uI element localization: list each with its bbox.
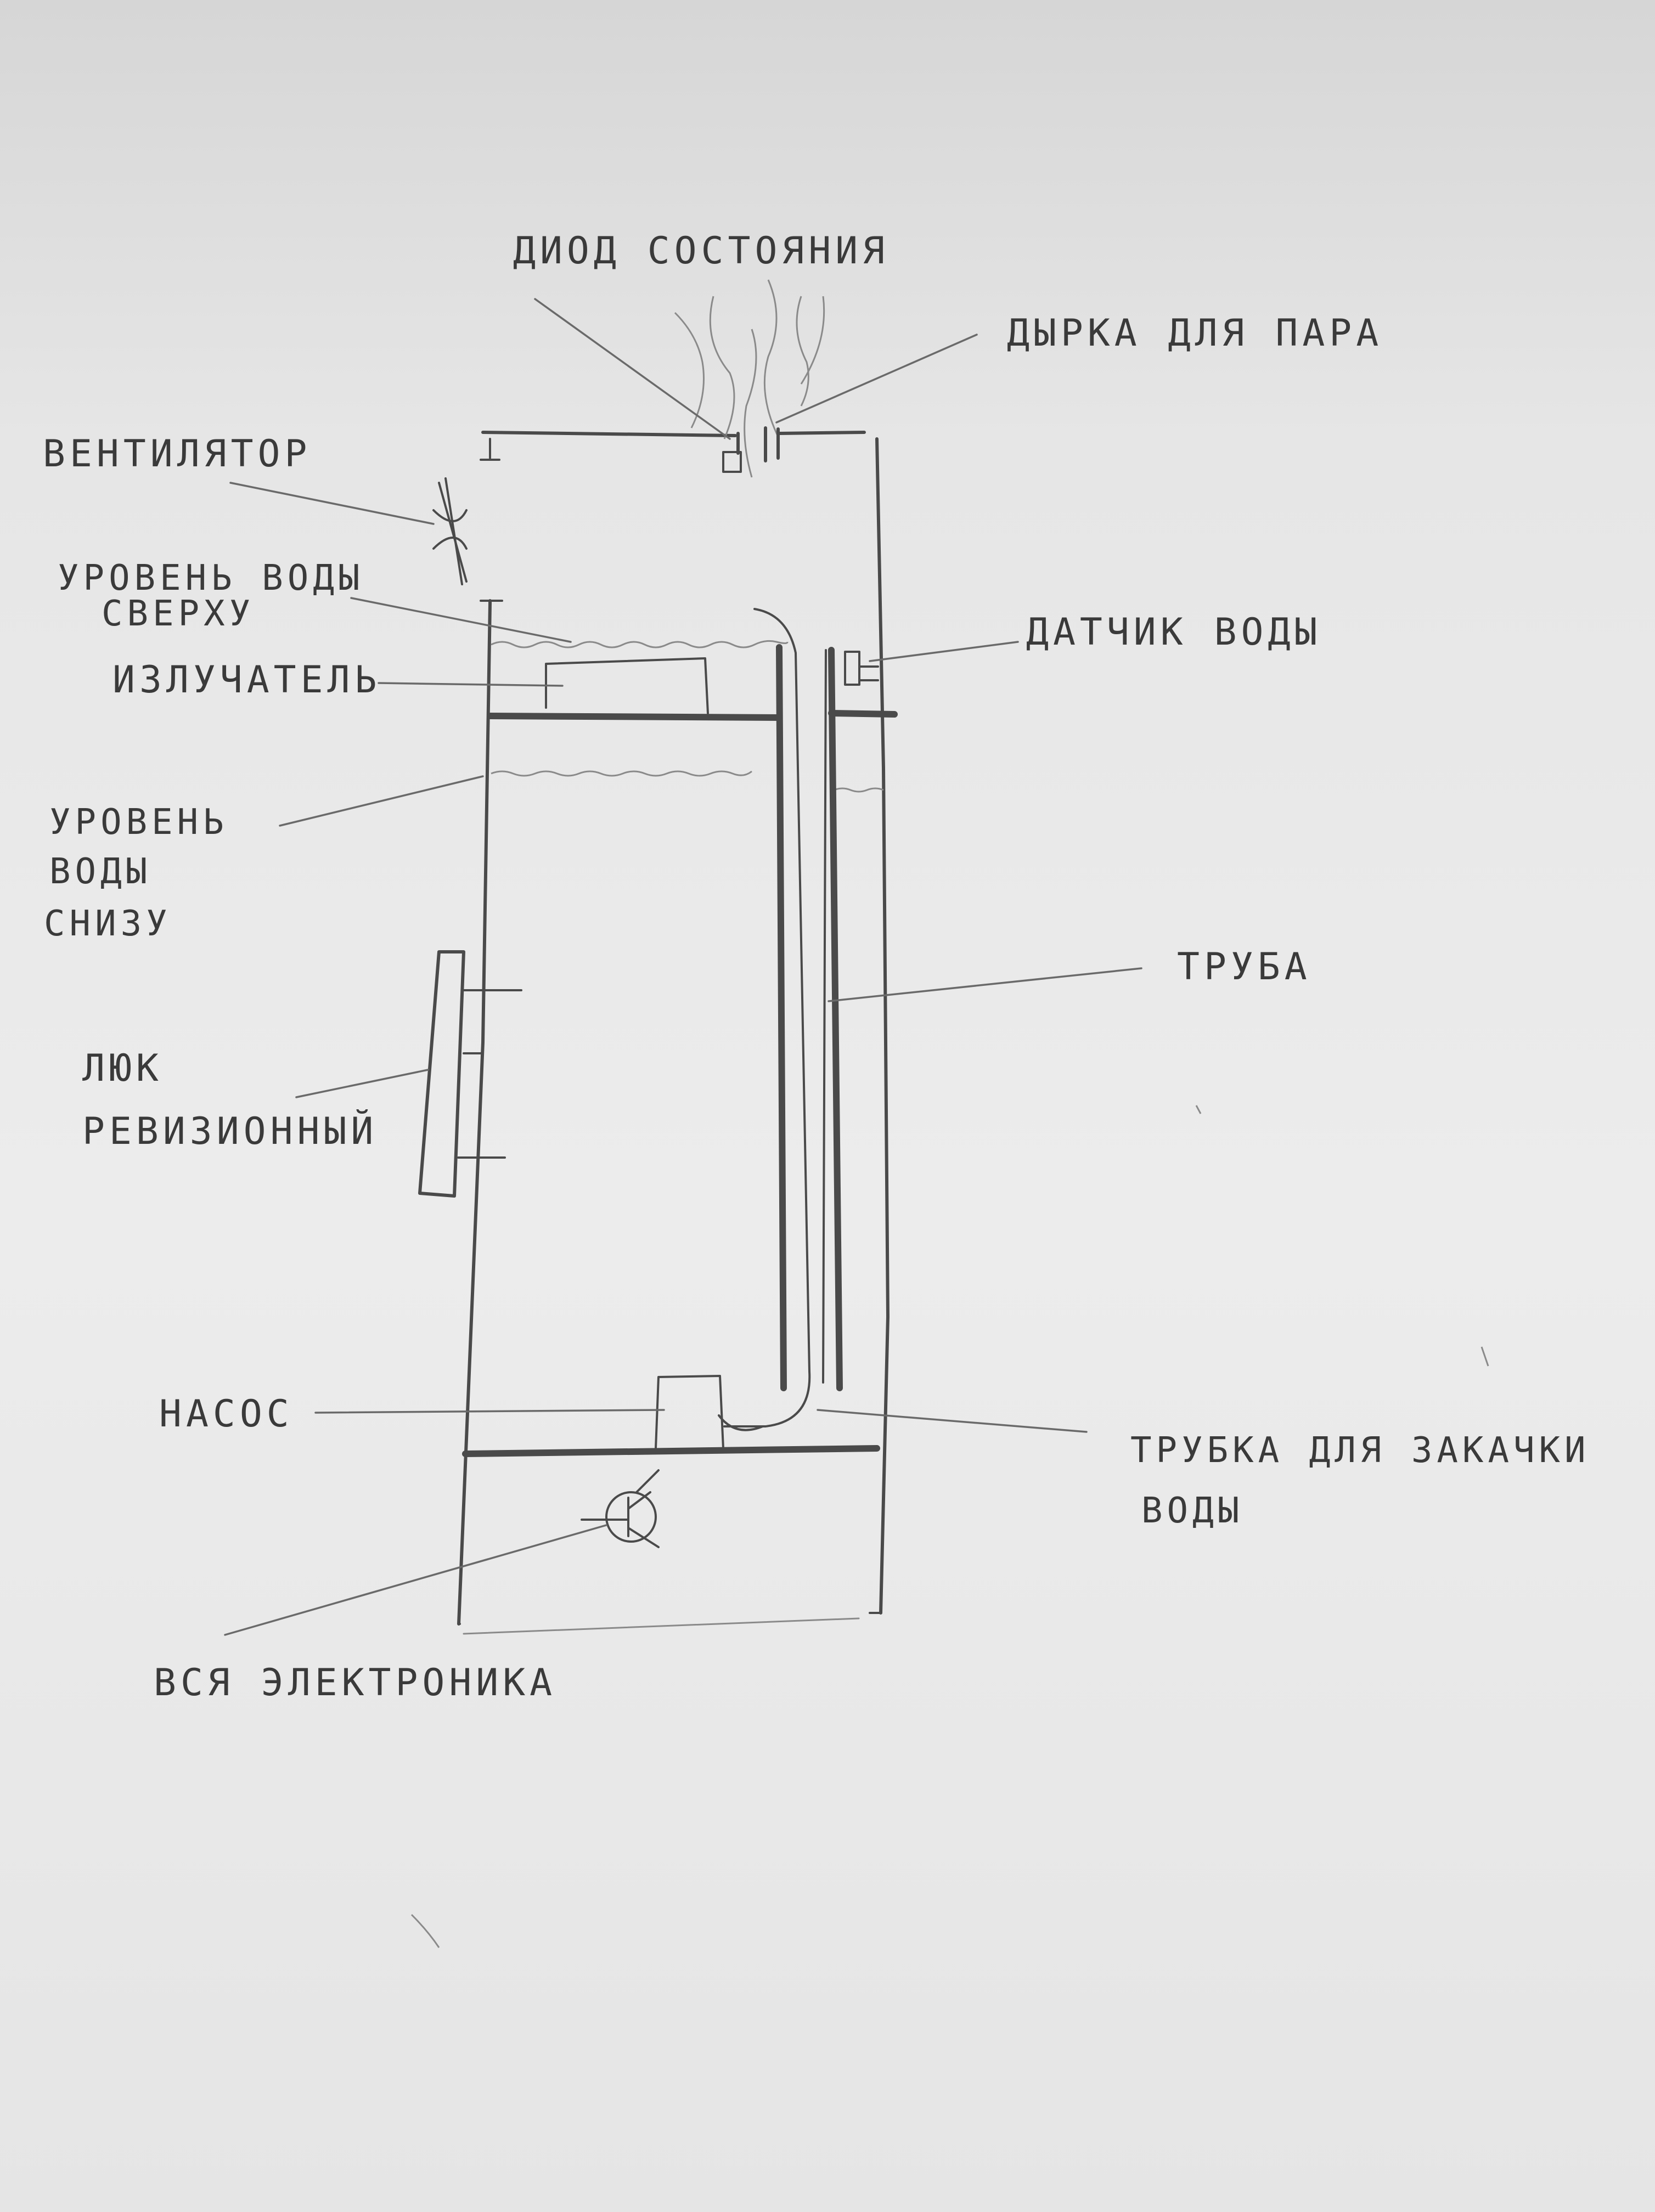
fan-icon <box>434 478 466 584</box>
label-water-level-bottom-line3: СНИЗУ <box>44 904 172 944</box>
label-hatch-line2: РЕВИЗИОННЫЙ <box>82 1109 378 1153</box>
stray-mark <box>1482 1347 1488 1366</box>
label-water-sensor: ДАТЧИК ВОДЫ <box>1026 611 1321 654</box>
label-fan: ВЕНТИЛЯТОР <box>43 432 311 476</box>
label-steam-hole: ДЫРКА ДЛЯ ПАРА <box>1007 312 1383 355</box>
status-diode-icon <box>723 452 741 472</box>
steam-icon <box>675 280 824 477</box>
device-body <box>459 432 894 1634</box>
pump-icon <box>656 1376 723 1448</box>
leader-lines <box>225 299 1141 1635</box>
label-emitter: ИЗЛУЧАТЕЛЬ <box>112 658 381 702</box>
label-pipe: ТРУБА <box>1177 945 1311 989</box>
label-water-level-bottom-line1: УРОВЕНЬ <box>49 802 228 843</box>
label-water-level-top-line1: УРОВЕНЬ ВОДЫ <box>58 558 364 599</box>
label-water-level-top-line2: СВЕРХУ <box>102 594 255 634</box>
inspection-hatch-icon <box>420 952 521 1196</box>
transistor-icon <box>582 1470 658 1547</box>
emitter-box <box>546 658 708 713</box>
label-water-level-bottom-line2: ВОДЫ <box>49 851 151 892</box>
pipe <box>724 609 840 1426</box>
stray-mark <box>1196 1105 1201 1114</box>
label-intake-tube-line2: ВОДЫ <box>1141 1491 1243 1531</box>
label-status-diode: ДИОД СОСТОЯНИЯ <box>513 229 889 273</box>
label-hatch-line1: ЛЮК <box>82 1047 163 1090</box>
label-intake-tube-line1: ТРУБКА ДЛЯ ЗАКАЧКИ <box>1130 1430 1590 1471</box>
label-pump: НАСОС <box>159 1392 294 1436</box>
label-electronics: ВСЯ ЭЛЕКТРОНИКА <box>154 1661 556 1705</box>
water-sensor-icon <box>845 652 878 685</box>
stray-mark <box>412 1915 439 1948</box>
